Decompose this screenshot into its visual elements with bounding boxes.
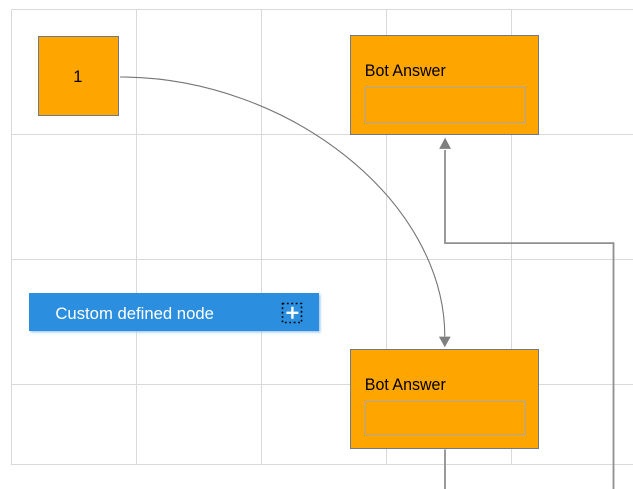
svg-text:Bot Answer: Bot Answer (365, 61, 446, 80)
svg-text:1: 1 (73, 68, 82, 86)
svg-text:Custom defined node: Custom defined node (55, 304, 214, 323)
svg-text:Bot Answer: Bot Answer (365, 375, 446, 394)
